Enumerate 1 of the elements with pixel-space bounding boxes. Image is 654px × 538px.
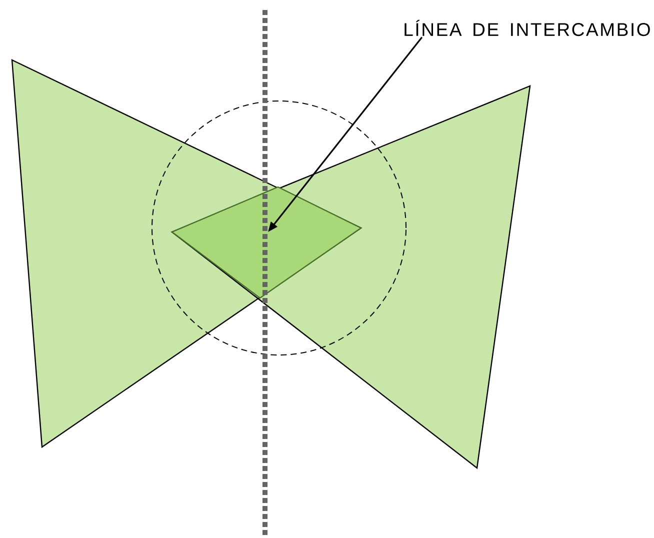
callout-label: LÍNEA DE INTERCAMBIO — [404, 20, 650, 36]
